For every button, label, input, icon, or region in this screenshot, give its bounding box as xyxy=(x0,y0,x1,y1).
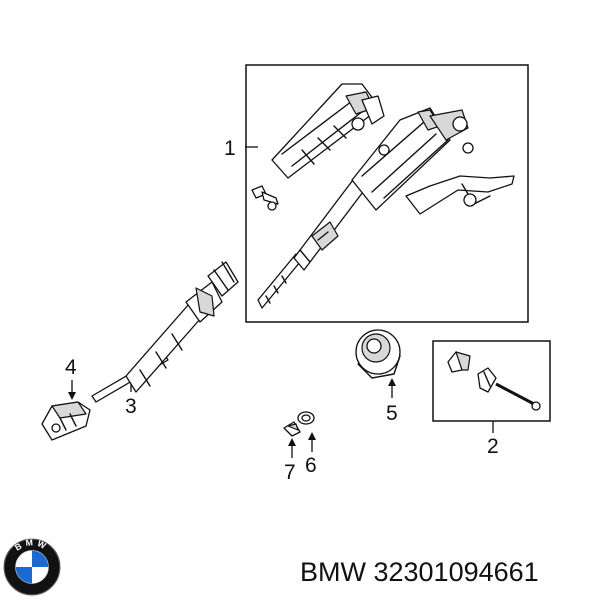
small-clip xyxy=(283,421,301,437)
callout-6: 6 xyxy=(305,454,317,477)
coupling-clamp xyxy=(41,401,91,441)
leader-line-5 xyxy=(388,378,396,398)
leader-line-4 xyxy=(68,380,76,400)
callout-1: 1 xyxy=(224,137,236,160)
callout-3: 3 xyxy=(125,395,137,418)
cover-seal xyxy=(355,329,401,379)
repair-kit-parts xyxy=(447,351,541,411)
callout-5: 5 xyxy=(386,402,398,425)
callout-4: 4 xyxy=(65,356,77,379)
callout-2: 2 xyxy=(487,435,499,458)
assembly-frame-1 xyxy=(245,64,529,323)
steering-column-assembly xyxy=(251,83,515,309)
intermediate-shaft xyxy=(91,261,239,403)
bmw-logo: BMW xyxy=(3,538,61,596)
part-number-caption: BMW 32301094661 xyxy=(300,557,539,587)
callout-7: 7 xyxy=(284,461,296,484)
small-ring xyxy=(297,411,315,425)
kit-frame-2 xyxy=(432,340,551,422)
leader-line-7 xyxy=(288,438,296,458)
leader-line-6 xyxy=(308,432,316,452)
